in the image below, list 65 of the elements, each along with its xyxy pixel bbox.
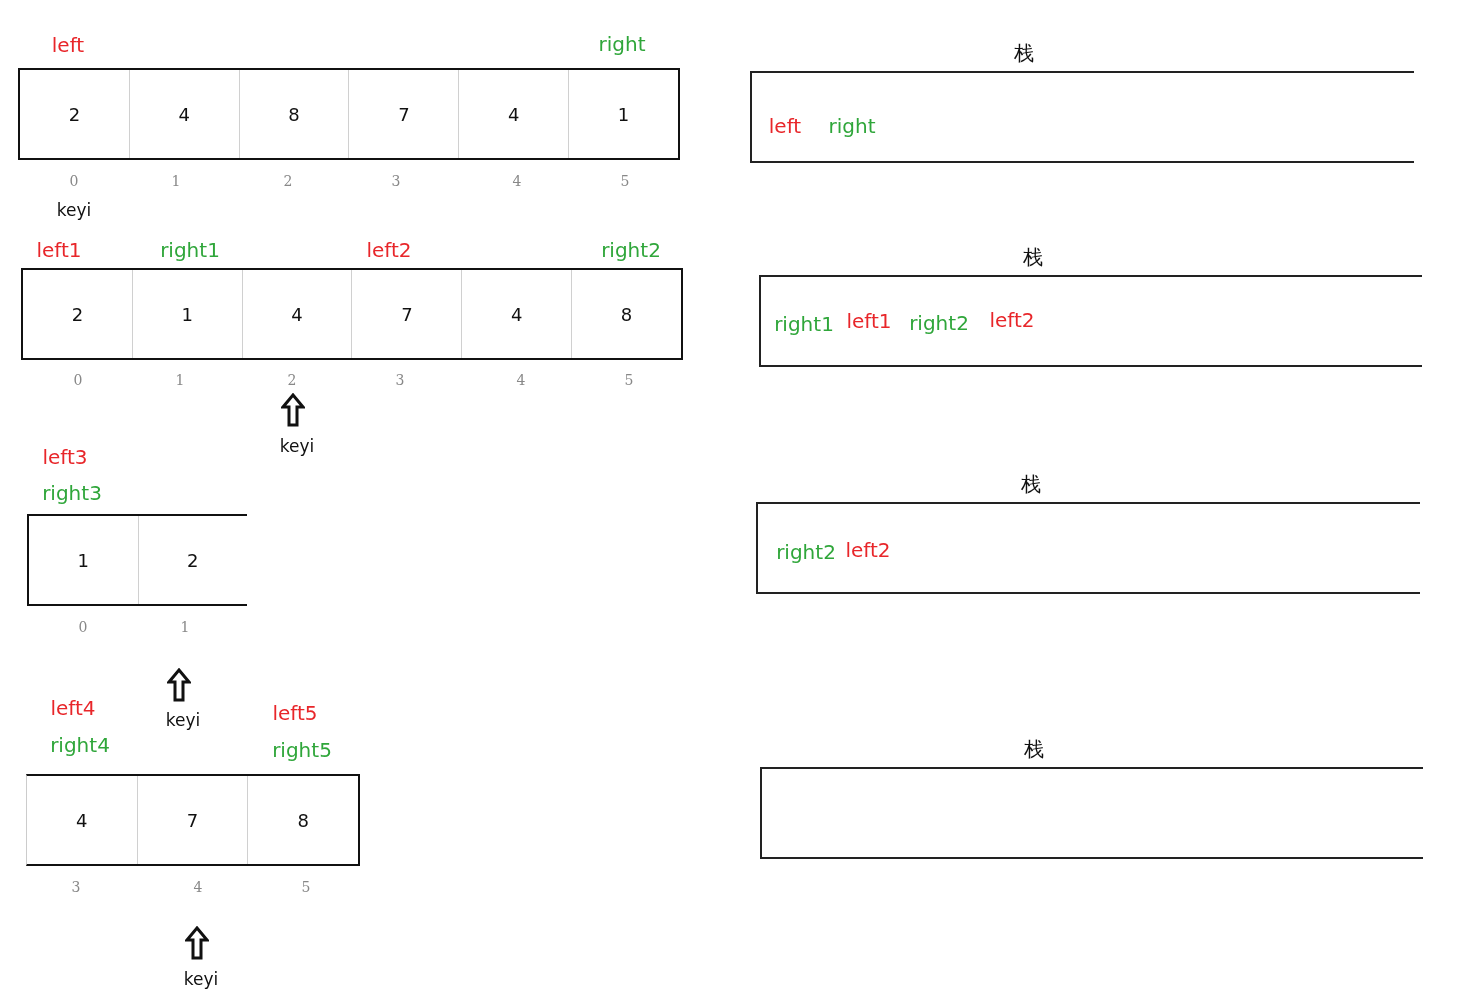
array-cell: 8 [248,776,358,864]
label-text: 4 [512,174,522,188]
label-text: 2 [283,174,293,188]
label-text: 1 [175,373,185,387]
array-cell: 4 [459,70,570,158]
label-text: right5 [272,740,332,760]
array-cell: 4 [242,270,353,358]
stack-item: left [768,116,802,136]
stack-item: right2 [776,542,836,562]
label-text: right2 [601,240,661,260]
array-cell: 4 [27,776,138,864]
array-cell: 7 [349,70,460,158]
array-cell: 7 [352,270,463,358]
array-cell: 2 [20,70,130,158]
label-text: 4 [516,373,526,387]
label-text: right [598,34,646,54]
array-cell: 2 [138,516,247,604]
label-text: 1 [180,620,190,634]
label-text: keyi [183,970,219,988]
label-text: right4 [50,735,110,755]
label-text: right1 [160,240,220,260]
label-text: 2 [287,373,297,387]
array-cell: 4 [129,70,240,158]
array-cell: 7 [137,776,249,864]
array-box [26,774,360,866]
label-text: left4 [50,698,96,718]
stack-title: 栈 [1023,247,1043,267]
array-box [21,268,683,360]
label-text: 3 [395,373,405,387]
array-cell: 1 [132,270,243,358]
array-cell: 2 [23,270,133,358]
label-text: keyi [279,437,315,455]
label-text: left2 [366,240,412,260]
label-text: left3 [42,447,88,467]
label-text: 1 [171,174,181,188]
stack-title: 栈 [1014,43,1034,63]
array-box [18,68,680,160]
label-text: 3 [391,174,401,188]
stack-item: left1 [846,311,892,331]
label-text: 3 [71,880,81,894]
array-cell: 1 [569,70,678,158]
stack-item: right1 [774,314,834,334]
label-text: 0 [78,620,88,634]
label-text: 0 [69,174,79,188]
label-text: left [51,35,85,55]
array-cell: 1 [29,516,139,604]
stack-title: 栈 [1021,474,1041,494]
label-text: keyi [165,711,201,729]
label-text: 4 [193,880,203,894]
label-text: 0 [73,373,83,387]
array-cell: 8 [239,70,350,158]
stack-title: 栈 [1024,739,1044,759]
label-text: left5 [272,703,318,723]
stack-item: left2 [845,540,891,560]
stack-item: right [828,116,876,136]
array-box [27,514,247,606]
label-text: keyi [56,201,92,219]
array-cell: 8 [572,270,681,358]
label-text: left1 [36,240,82,260]
label-text: 5 [620,174,630,188]
stack-item: right2 [909,313,969,333]
label-text: 5 [624,373,634,387]
stack-item: left2 [989,310,1035,330]
array-cell: 4 [462,270,573,358]
label-text: 5 [301,880,311,894]
